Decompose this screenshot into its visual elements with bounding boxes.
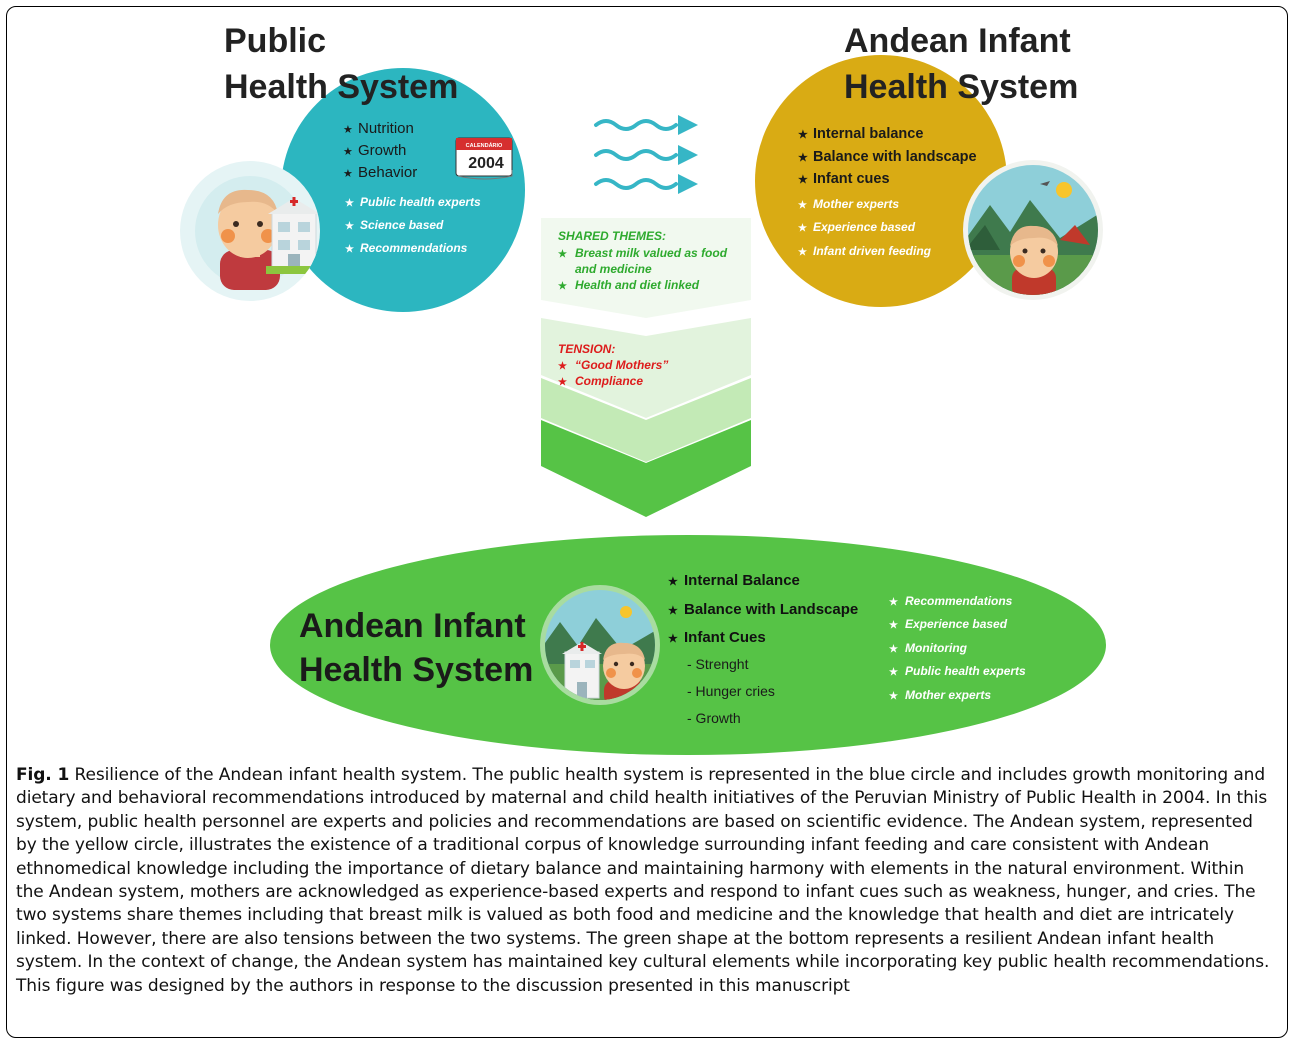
public-item: Growth — [358, 142, 406, 159]
andean-item-italic: Mother experts — [813, 197, 899, 211]
public-italic-list: ★ Public health experts ★ Science based … — [345, 195, 481, 255]
resilient-italic-list: ★ Recommendations ★ Experience based ★ M… — [889, 594, 1026, 702]
tension-title: TENSION: — [558, 342, 615, 356]
star-icon: ★ — [798, 223, 807, 234]
star-icon: ★ — [798, 152, 808, 164]
star-icon: ★ — [343, 146, 353, 158]
calendar-label: CALENDÁRIO — [466, 142, 503, 149]
shared-item: Breast milk valued as food — [575, 246, 728, 260]
public-item-italic: Science based — [360, 218, 444, 232]
star-icon: ★ — [343, 124, 353, 136]
andean-italic-list: ★ Mother experts ★ Experience based ★ In… — [798, 197, 932, 258]
figure-caption: Fig. 1 Resilience of the Andean infant h… — [16, 764, 1274, 998]
andean-item: Balance with landscape — [813, 149, 977, 165]
star-icon: ★ — [558, 281, 567, 292]
resilient-title-line1: Andean Infant — [299, 607, 526, 645]
andean-item: Infant cues — [813, 171, 890, 187]
baby-hospital-avatar — [180, 161, 320, 301]
caption-text: Resilience of the Andean infant health s… — [16, 765, 1270, 996]
shared-themes: SHARED THEMES: ★ Breast milk valued as f… — [558, 229, 728, 292]
public-title-line1: Public — [224, 22, 326, 60]
star-icon: ★ — [798, 247, 807, 258]
star-icon: ★ — [668, 576, 678, 588]
figure-label: Fig. 1 — [16, 765, 70, 785]
star-icon: ★ — [889, 691, 898, 702]
wave-arrow-icon — [594, 145, 698, 165]
shared-item: Health and diet linked — [575, 278, 700, 292]
convergence-chevrons — [541, 218, 751, 517]
shared-title: SHARED THEMES: — [558, 229, 666, 243]
resilient-sub-list: - Strenght - Hunger cries - Growth — [687, 656, 775, 726]
resilient-item-italic: Monitoring — [905, 641, 968, 655]
resilient-item-italic: Public health experts — [905, 664, 1026, 678]
resilient-title-line2: Health System — [299, 651, 533, 689]
resilient-item: Infant Cues — [684, 629, 766, 646]
andean-title-line1: Andean Infant — [844, 22, 1071, 60]
public-title-line2: Health System — [224, 68, 458, 106]
star-icon: ★ — [798, 200, 807, 211]
public-item: Behavior — [358, 164, 417, 181]
star-icon: ★ — [558, 249, 567, 260]
star-icon: ★ — [345, 244, 354, 255]
andean-item-italic: Experience based — [813, 220, 916, 234]
wave-arrow-icon — [594, 174, 698, 194]
resilient-item-italic: Recommendations — [905, 594, 1013, 608]
resilient-item: Internal Balance — [684, 572, 800, 589]
resilient-sub-item: - Strenght — [687, 656, 749, 672]
star-icon: ★ — [889, 597, 898, 608]
wave-arrows — [594, 115, 698, 194]
star-icon: ★ — [668, 605, 678, 617]
star-icon: ★ — [798, 174, 808, 186]
star-icon: ★ — [668, 633, 678, 645]
andean-main-list: ★ Internal balance ★ Balance with landsc… — [798, 126, 977, 187]
public-item-italic: Recommendations — [360, 241, 468, 255]
figure-frame — [6, 6, 1288, 1038]
star-icon: ★ — [558, 361, 567, 372]
resilient-sub-item: - Hunger cries — [687, 683, 775, 699]
calendar-icon: CALENDÁRIO 2004 — [455, 137, 513, 180]
resilient-item-italic: Experience based — [905, 617, 1008, 631]
resilient-item: Balance with Landscape — [684, 601, 858, 618]
wave-arrow-icon — [594, 115, 698, 135]
tension-item: “Good Mothers” — [575, 358, 668, 372]
tension-item: Compliance — [575, 374, 643, 388]
star-icon: ★ — [889, 667, 898, 678]
shared-item: and medicine — [575, 262, 652, 276]
andean-item: Internal balance — [813, 126, 923, 142]
star-icon: ★ — [345, 198, 354, 209]
star-icon: ★ — [798, 129, 808, 141]
star-icon: ★ — [889, 620, 898, 631]
tension: TENSION: ★ “Good Mothers” ★ Compliance — [558, 342, 668, 388]
andean-item-italic: Infant driven feeding — [813, 244, 932, 258]
star-icon: ★ — [889, 644, 898, 655]
resilient-item-italic: Mother experts — [905, 688, 991, 702]
andean-health-circle — [755, 55, 1007, 307]
resilient-sub-item: - Growth — [687, 710, 741, 726]
public-health-circle — [281, 68, 525, 312]
public-item-italic: Public health experts — [360, 195, 481, 209]
calendar-year: 2004 — [468, 155, 504, 172]
star-icon: ★ — [343, 168, 353, 180]
resilient-health-ellipse — [270, 535, 1106, 755]
public-main-list: ★ Nutrition ★ Growth ★ Behavior — [343, 120, 417, 181]
andean-title-line2: Health System — [844, 68, 1078, 106]
resilient-main-list: ★ Internal Balance ★ Balance with Landsc… — [668, 572, 858, 646]
public-item: Nutrition — [358, 120, 414, 137]
baby-landscape-avatar — [963, 160, 1103, 300]
star-icon: ★ — [558, 377, 567, 388]
star-icon: ★ — [345, 221, 354, 232]
